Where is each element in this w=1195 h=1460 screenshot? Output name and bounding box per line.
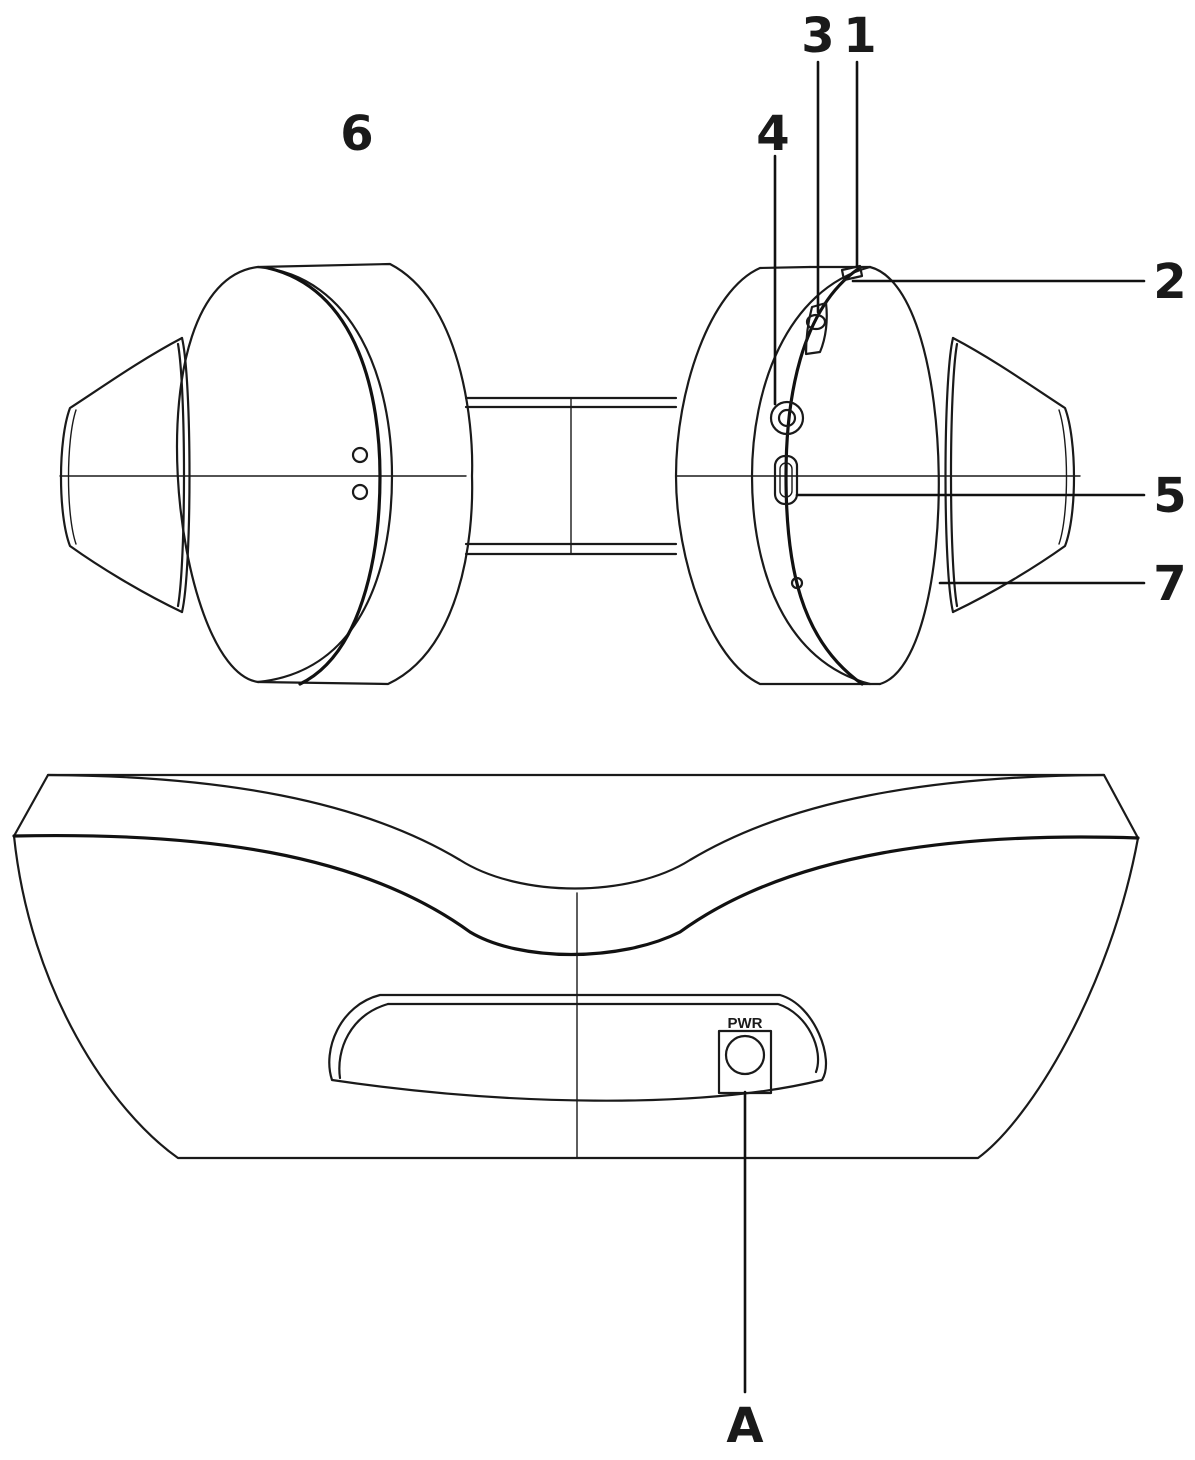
callout-labels: 1 3 4 6 2 5 7 A <box>340 8 1186 1454</box>
left-ear-pad <box>59 336 191 614</box>
right-ear-pad <box>944 336 1076 614</box>
callout-2: 2 <box>1153 254 1186 310</box>
callout-3: 3 <box>801 8 834 64</box>
callout-1: 1 <box>843 8 876 64</box>
charging-base: PWR <box>12 773 1140 1160</box>
dial-knob <box>805 313 827 331</box>
headband <box>464 396 678 556</box>
usb-c-port <box>773 454 799 506</box>
callout-4: 4 <box>756 106 789 162</box>
left-cup-button-bottom <box>351 483 369 501</box>
callout-7: 7 <box>1153 556 1186 612</box>
usb-c-port-inner <box>779 462 793 498</box>
audio-jack-inner <box>777 408 797 428</box>
pwr-label: PWR <box>728 1015 763 1032</box>
right-ear-cup <box>674 264 940 686</box>
callout-6: 6 <box>340 106 373 162</box>
leader-lines <box>743 60 1146 1394</box>
callout-5: 5 <box>1153 468 1186 524</box>
callout-a: A <box>726 1398 763 1454</box>
volume-dial <box>804 301 828 356</box>
base-compartment <box>328 993 828 1102</box>
power-port-socket <box>724 1034 766 1076</box>
power-switch <box>840 264 864 282</box>
audio-jack <box>769 400 805 436</box>
left-ear-cup <box>175 262 474 686</box>
headphones <box>59 262 1081 686</box>
indicator-led <box>790 576 804 590</box>
left-cup-button-top <box>351 446 369 464</box>
